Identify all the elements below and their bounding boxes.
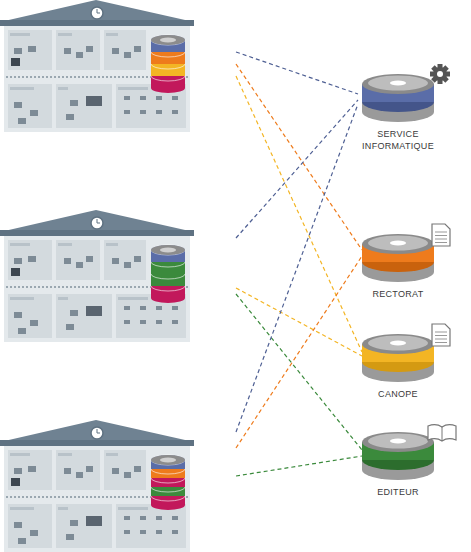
storage-node: CANOPE: [350, 322, 460, 400]
storage-node: SERVICE INFORMATIQUE: [350, 62, 460, 152]
gear-icon: [430, 64, 450, 84]
disk-stack: [151, 455, 185, 510]
node-label: CANOPE: [350, 388, 446, 400]
dashed-link: [236, 52, 362, 476]
disk-cylinder: [350, 222, 460, 284]
disk-cylinder: [350, 62, 460, 124]
disk-stack: [151, 35, 185, 93]
storage-node: EDITEUR: [350, 420, 460, 498]
book-icon: [428, 425, 456, 441]
disk-stack: [151, 245, 185, 303]
storage-node: RECTORAT: [350, 222, 460, 300]
doc-icon: [432, 224, 450, 246]
disk-cylinder: [350, 420, 460, 482]
node-label: SERVICE INFORMATIQUE: [350, 128, 446, 152]
node-label: RECTORAT: [350, 288, 446, 300]
doc-icon: [432, 324, 450, 346]
node-label: EDITEUR: [350, 486, 446, 498]
disk-cylinder: [350, 322, 460, 384]
